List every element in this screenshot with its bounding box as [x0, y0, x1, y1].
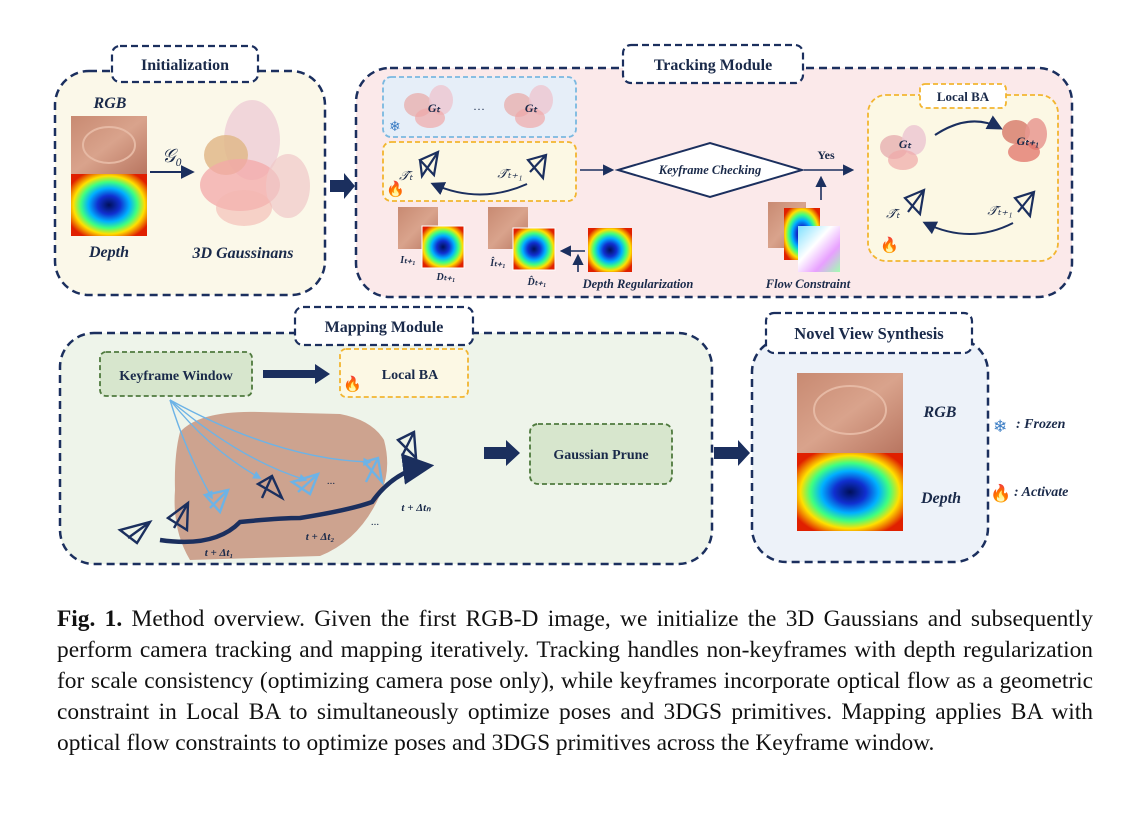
gaussian-prune-box: [529, 423, 673, 485]
local-ba-fire-icon: 🔥: [880, 236, 899, 254]
caption-text: Method overview. Given the first RGB-D i…: [57, 606, 1093, 756]
mapping-dots-b: ...: [371, 516, 380, 528]
tracking-fire-icon: 🔥: [386, 180, 405, 198]
legend-fire-icon: 🔥: [990, 483, 1011, 504]
keyframe-window-label: Keyframe Window: [119, 369, 233, 384]
local-ba-gt1-label: Gₜ₊₁: [1017, 134, 1040, 148]
init-gaussians-label: 3D Gaussinans: [192, 245, 294, 262]
tracking-title-box: [621, 43, 805, 85]
init-depth-label: Depth: [88, 244, 129, 261]
local-ba-pose-t-label: 𝒯̂ₜ: [886, 206, 901, 221]
tracking-local-ba-title: Local BA: [937, 89, 990, 104]
init-g0-label: 𝒢₀: [162, 146, 182, 167]
tracking-pose-t1-label: 𝒯̂ₜ₊₁: [497, 166, 522, 181]
tracking-gt-dots: ···: [473, 102, 485, 116]
tracking-gt-label-a: Gₜ: [428, 101, 442, 115]
mapping-camera-2-icon: [202, 488, 230, 515]
mapping-camera-3-icon: [255, 474, 285, 501]
to-gaussian-prune-arrow: [484, 440, 520, 466]
method-overview-diagram: Initialization RGB Depth 𝒢₀ 3D Gaussinan…: [53, 43, 1074, 566]
initialization-panel: Initialization RGB Depth 𝒢₀ 3D Gaussinan…: [53, 44, 327, 297]
mapping-camera-5-icon: [361, 456, 384, 486]
tracking-title: Tracking Module: [654, 57, 772, 74]
mapping-dtn-label: t + Δtₙ: [401, 502, 431, 514]
figure-caption: Fig. 1. Method overview. Given the first…: [57, 604, 1093, 759]
local-ba-camera-t-icon: [903, 188, 926, 217]
tracking-local-ba-title-box: [919, 83, 1007, 109]
frozen-snowflake-icon: ❄: [389, 119, 401, 135]
tracking-panel: Tracking Module ❄ Gₜ ··· Gₜ 🔥 𝒯̂ₜ 𝒯̂ₜ₊₁ …: [354, 43, 1074, 299]
init-depth-image: [71, 174, 147, 236]
keyframe-checking-diamond: [614, 141, 806, 199]
initialization-title: Initialization: [141, 57, 229, 74]
local-ba-camera-t1-icon: [1013, 190, 1036, 219]
tracking-d-t1-image: [421, 225, 465, 269]
local-ba-gt-label: Gₜ: [899, 137, 913, 151]
yes-label: Yes: [817, 148, 835, 162]
depth-regularization-image: [588, 228, 632, 272]
legend-snowflake-icon: ❄: [993, 417, 1007, 437]
mapping-local-ba-label: Local BA: [382, 368, 439, 383]
init-rgb-texture: [82, 126, 136, 164]
nvs-panel: Novel View Synthesis RGB Depth: [750, 311, 990, 564]
tracking-ihat-t1-label: Îₜ₊₁: [489, 257, 506, 269]
nvs-rgb-texture: [813, 385, 887, 435]
legend: ❄ : Frozen 🔥 : Activate: [990, 417, 1068, 504]
tracking-pose-t-label: 𝒯̂ₜ: [399, 168, 414, 183]
mapping-title-box: [293, 305, 475, 347]
mapping-title: Mapping Module: [325, 319, 444, 336]
mapping-camera-6-icon: [395, 430, 418, 462]
mapping-panel: Mapping Module Keyframe Window 🔥 Local B…: [58, 305, 714, 566]
nvs-depth-label: Depth: [920, 490, 961, 507]
keyframe-window-box: [99, 351, 253, 397]
depth-regularization-label: Depth Regularization: [582, 277, 694, 291]
mapping-camera-0-icon: [117, 520, 153, 545]
mapping-background-image: [174, 411, 388, 560]
mapping-camera-4-icon: [289, 472, 321, 496]
keyframe-checking-label: Keyframe Checking: [658, 163, 761, 177]
init-rgb-label: RGB: [93, 95, 127, 112]
tracking-gaussian-a: [404, 85, 453, 128]
mapping-dt2-label: t + Δt₂: [306, 531, 335, 543]
local-ba-gaussian-gt1: [1002, 118, 1047, 162]
keyframe-to-localba-arrow: [263, 364, 330, 384]
init-to-tracking-arrow: [330, 173, 355, 199]
legend-activate-label: : Activate: [1014, 485, 1068, 500]
local-ba-pose-t1-label: 𝒯̂ₜ₊₁: [987, 203, 1012, 218]
tracking-i-t1-label: Iₜ₊₁: [399, 255, 416, 266]
flow-constraint-label: Flow Constraint: [765, 277, 851, 291]
camera-trajectory-path: [159, 453, 435, 545]
tracking-gt-label-b: Gₜ: [525, 101, 539, 115]
legend-frozen-label: : Frozen: [1016, 417, 1066, 432]
mapping-camera-1-icon: [165, 500, 190, 533]
gaussian-prune-label: Gaussian Prune: [553, 448, 648, 463]
nvs-depth-image: [797, 453, 903, 531]
local-ba-pose-curve-arrow: [922, 221, 1014, 235]
mapping-to-nvs-arrow: [714, 440, 750, 466]
mapping-dt1-label: t + Δt₁: [205, 547, 234, 559]
local-ba-gaussian-arrow: [934, 115, 1003, 136]
tracking-pose-curve-arrow: [430, 182, 528, 196]
keyframe-window-connections: [169, 399, 372, 500]
tracking-dhat-t1-label: D̂ₜ₊₁: [527, 275, 547, 288]
tracking-dhat-t1-image: [512, 227, 556, 271]
tracking-gaussian-b: [504, 85, 553, 128]
flow-field-image: [798, 226, 840, 272]
initialization-title-box: [110, 44, 260, 84]
nvs-title-box: [764, 311, 974, 355]
mapping-dots-a: ...: [327, 475, 336, 487]
tracking-d-t1-label: Dₜ₊₁: [436, 272, 456, 283]
tracking-camera-t-icon: [418, 150, 440, 180]
init-gaussians-image: [200, 100, 310, 226]
mapping-fire-icon: 🔥: [343, 375, 362, 393]
nvs-title: Novel View Synthesis: [794, 324, 944, 343]
local-ba-gaussian-gt: [880, 125, 926, 170]
caption-label: Fig. 1.: [57, 606, 123, 632]
mapping-local-ba-box: [339, 348, 469, 398]
nvs-rgb-label: RGB: [923, 404, 957, 421]
tracking-camera-t1-icon: [526, 153, 548, 181]
